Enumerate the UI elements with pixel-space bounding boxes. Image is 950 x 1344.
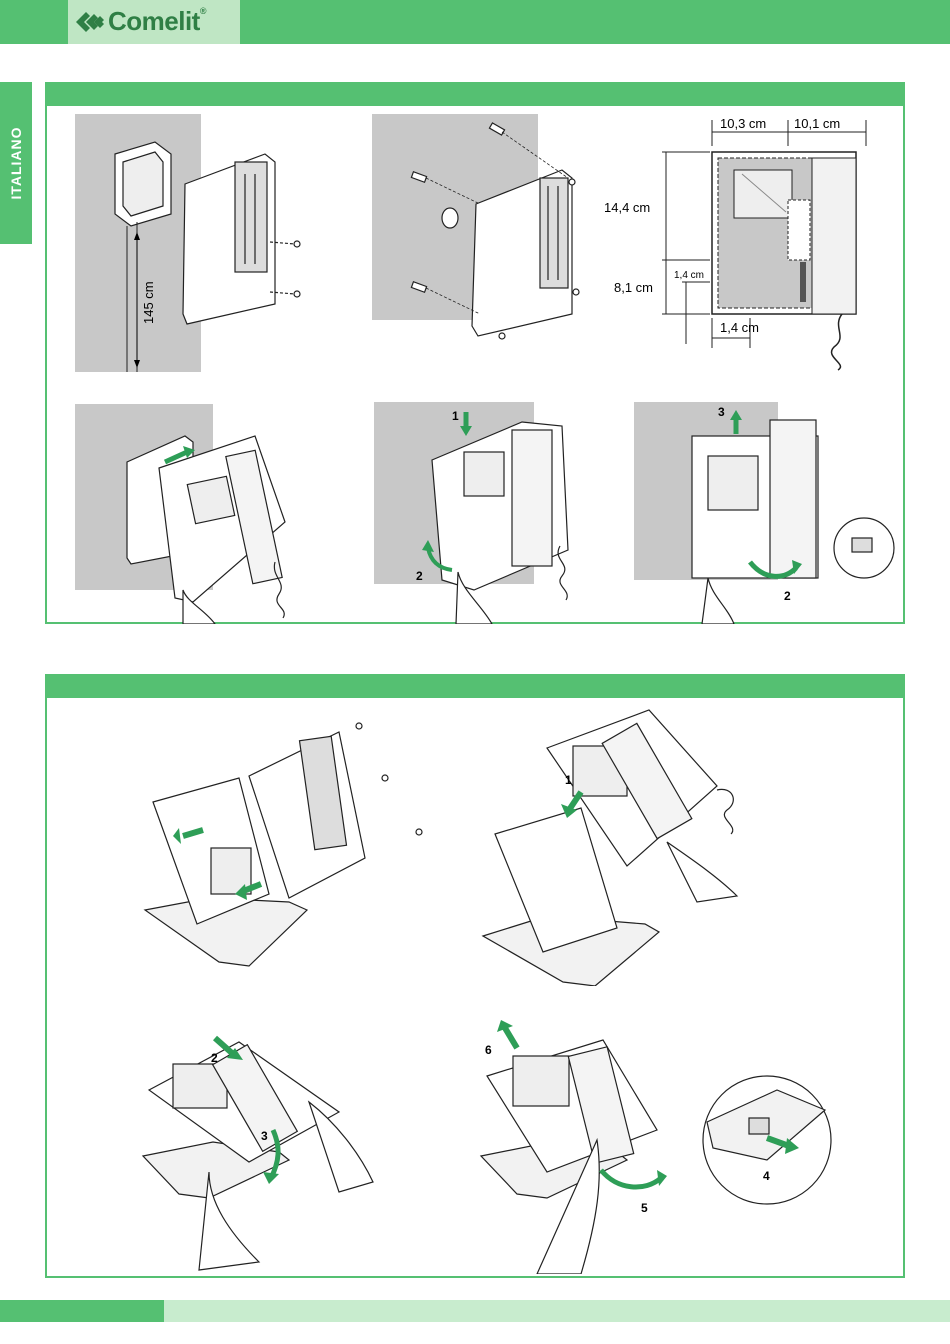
step-6-label: 6	[485, 1043, 492, 1057]
figure-hook-device: 1 2	[372, 400, 612, 624]
brand-name: Comelit®	[108, 6, 206, 37]
height-label: 145 cm	[141, 281, 156, 324]
dim-height-top: 14,4 cm	[604, 200, 650, 215]
figure-wall-box-height: 145 cm	[75, 114, 315, 376]
step-1-label: 1	[565, 773, 572, 787]
figure-desk-lower-device: 2 3	[139, 1022, 429, 1272]
header-bar: Comelit®	[0, 0, 950, 44]
dim-height-bottom: 8,1 cm	[614, 280, 653, 295]
comelit-logo-icon	[76, 8, 108, 36]
figure-wall-mounting-screws	[372, 114, 612, 346]
figure-desk-stand-open	[139, 718, 439, 968]
dim-width-left: 10,3 cm	[720, 116, 766, 131]
figure-release-device: 3 2	[632, 400, 904, 624]
footer-bar-accent	[0, 1300, 164, 1322]
figure-desk-release-device: 6 5 4	[477, 1020, 857, 1274]
figure-device-dimensions: 10,3 cm 10,1 cm 14,4 cm 8,1 cm 1,4 cm 1,…	[602, 112, 902, 372]
wall-installation-panel: 145 cm	[45, 82, 905, 624]
step-4-label: 4	[763, 1169, 770, 1183]
step-3-label: 3	[718, 405, 725, 419]
language-tab: ITALIANO	[0, 82, 32, 244]
panel-header-bar	[47, 84, 903, 106]
step-2-label: 2	[784, 589, 791, 603]
language-tab-label: ITALIANO	[8, 126, 24, 199]
step-2-label: 2	[416, 569, 423, 583]
figure-desk-hook-device: 1	[477, 706, 807, 986]
brand-logo: Comelit®	[68, 0, 240, 44]
step-5-label: 5	[641, 1201, 648, 1215]
dim-width-right: 10,1 cm	[794, 116, 840, 131]
dim-bottom: 1,4 cm	[720, 320, 759, 335]
dim-small-side: 1,4 cm	[674, 270, 704, 281]
step-1-label: 1	[452, 409, 459, 423]
step-2-label: 2	[211, 1051, 218, 1065]
step-3-label: 3	[261, 1129, 268, 1143]
panel-header-bar	[47, 676, 903, 698]
figure-attach-device	[75, 402, 315, 624]
desk-installation-panel: 1 2 3	[45, 674, 905, 1278]
